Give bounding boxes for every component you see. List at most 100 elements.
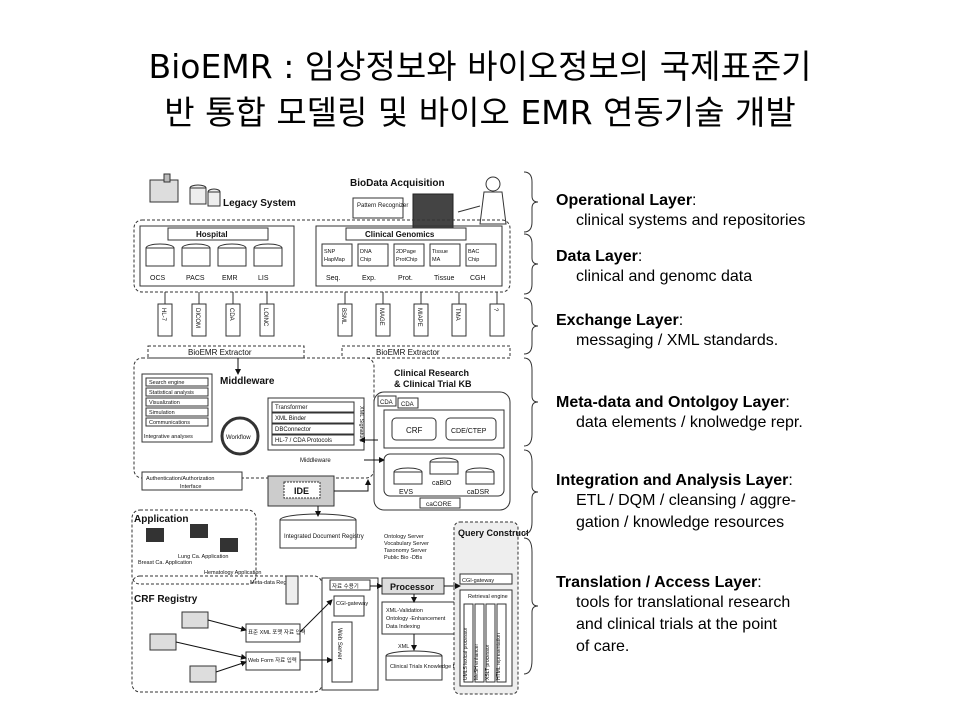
hospital-label: Hospital [196, 230, 228, 239]
slide-title-line1: BioEMR : 임상정보와 바이오정보의 국제표준기 [148, 47, 812, 86]
auth-box [141, 471, 243, 491]
webform-input-label: Web Form 자료 입력 [248, 656, 297, 664]
interface-label: Interface [180, 484, 201, 490]
hospital-db-body [181, 247, 211, 267]
analysis-item-label: Communications [149, 420, 190, 426]
cadsr-label: caDSR [467, 489, 489, 496]
processor-label: Processor [390, 582, 435, 592]
analysis-item-label: Visualization [149, 400, 180, 406]
cda-tag-2: CDA [401, 402, 414, 408]
standard-label: MIAPE [416, 308, 422, 327]
query-tool-label: HTML representation [496, 633, 502, 680]
genomics-chip-sublabel: HapMap [324, 257, 345, 263]
hospital-db-body [253, 247, 283, 267]
web-server-frame [321, 577, 379, 691]
genomics-type-label: Prot. [398, 275, 413, 282]
genomics-chip-box [429, 243, 461, 267]
metadata-registry-label: Meta-data Registry [250, 580, 297, 586]
genomics-chip-box [321, 243, 353, 267]
middleware-label: Middleware [220, 376, 275, 387]
query-tool-label: MeSH enhancer [474, 644, 480, 680]
cacore-box [383, 453, 505, 497]
cabio-label: caBIO [432, 480, 452, 487]
hospital-system-label: PACS [186, 275, 205, 282]
pattern-recognizer-label: Pattern Recognizer [357, 203, 408, 209]
hospital-db-body [217, 247, 247, 267]
app-breast: Breast Ca. Application [138, 560, 192, 566]
standard-label: TMA [454, 308, 460, 321]
extractor-left-box [147, 345, 305, 359]
operational-layer: Operational Layer: clinical systems and … [556, 192, 805, 232]
crf-registry-label: CRF Registry [134, 594, 198, 605]
cgi-gateway-2-label: CGI-gateway [462, 578, 494, 584]
clinical-research-label: Clinical Research [394, 368, 469, 378]
processor-detail-box [381, 601, 461, 635]
genomics-chip-box [393, 243, 425, 267]
ontology-server-label: Taxonomy Server [384, 548, 427, 554]
integration-layer-desc: ETL / DQM / cleansing / aggre- gation / … [576, 492, 796, 531]
xml-input-label: 표준 XML 포맷 자료 입력 [248, 628, 306, 636]
genomics-chip-sublabel: MA [432, 257, 441, 263]
clinical-trials-kb-label: Clinical Trials Knowledge Base [390, 664, 465, 670]
metadata-layer-desc: data elements / knolwedge repr. [576, 414, 803, 431]
query-tool-box [474, 603, 485, 683]
standard-label: ? [492, 308, 498, 312]
hospital-icons [149, 611, 217, 683]
legacy-system-label: Legacy System [223, 198, 296, 209]
ontology-server-label: Ontology Server [384, 534, 424, 540]
genomics-type-label: Exp. [362, 275, 376, 282]
genomics-chip-sublabel: Chip [360, 257, 371, 263]
hospital-system-label: EMR [222, 275, 238, 282]
hospital-box [139, 225, 295, 287]
middleware-item-box [271, 423, 355, 435]
analysis-item-box [145, 417, 209, 427]
extractor-right-label: BioEMR Extractor [376, 348, 440, 357]
middleware-bottom-label: Middleware [300, 458, 331, 464]
clinical-trial-kb-label: & Clinical Trial KB [394, 379, 472, 389]
extractor-left-label: BioEMR Extractor [188, 348, 252, 357]
standard-label: LOINC [262, 308, 268, 327]
analysis-item-box [145, 377, 209, 387]
crf-box [391, 417, 437, 441]
data-layer: Data Layer: clinical and genomc data [556, 248, 752, 288]
workflow-icon [220, 416, 260, 456]
query-tool-box [496, 603, 507, 683]
query-tool-box [463, 603, 474, 683]
exchange-layer-desc: messaging / XML standards. [576, 332, 779, 349]
integration-layer: Integration and Analysis Layer: ETL / DQ… [556, 472, 796, 534]
middleware-item-box [271, 434, 355, 446]
cde-ctep-box [445, 417, 497, 441]
workflow-label: Workflow [226, 435, 251, 441]
middleware-item-label: Transformer [275, 405, 307, 411]
clinical-kb-frame [373, 391, 511, 511]
analysis-item-label: Search engine [149, 380, 184, 386]
middleware-item-label: HL-7 / CDA Protocols [275, 438, 332, 444]
genomics-chip-sublabel: ProtChip [396, 257, 417, 263]
genomics-chip-sublabel: Chip [468, 257, 479, 263]
xml-label: XML [398, 644, 409, 650]
processor-item-label: Data Indexing [386, 624, 420, 630]
query-constructor-label: Query Constructor [458, 528, 528, 538]
cde-ctep-label: CDE/CTEP [451, 428, 487, 435]
cacore-label: caCORE [426, 501, 452, 508]
standard-label: MAGE [378, 308, 384, 326]
analysis-item-box [145, 397, 209, 407]
translation-layer: Translation / Access Layer: tools for tr… [556, 574, 790, 658]
clinical-genomics-label: Clinical Genomics [365, 230, 435, 239]
clinical-trials-kb-box [385, 655, 443, 681]
operational-layer-name: Operational Layer [556, 192, 693, 209]
integrated-registry-box [279, 519, 357, 549]
integration-layer-name: Integration and Analysis Layer [556, 472, 789, 489]
layer-braces [523, 171, 539, 675]
hospital-db-body [145, 247, 175, 267]
genomics-type-label: Tissue [434, 275, 454, 282]
genomics-chip-label: Tissue [432, 249, 448, 255]
application-frame [131, 509, 257, 585]
app-lung: Lung Ca. Application [178, 554, 228, 560]
microarray-image [412, 193, 454, 231]
genomics-type-label: Seq. [326, 275, 340, 282]
application-label: Application [134, 514, 188, 525]
hospital-system-label: OCS [150, 275, 166, 282]
operational-layer-desc: clinical systems and repositories [576, 212, 806, 229]
standard-label: DICOM [194, 308, 200, 328]
